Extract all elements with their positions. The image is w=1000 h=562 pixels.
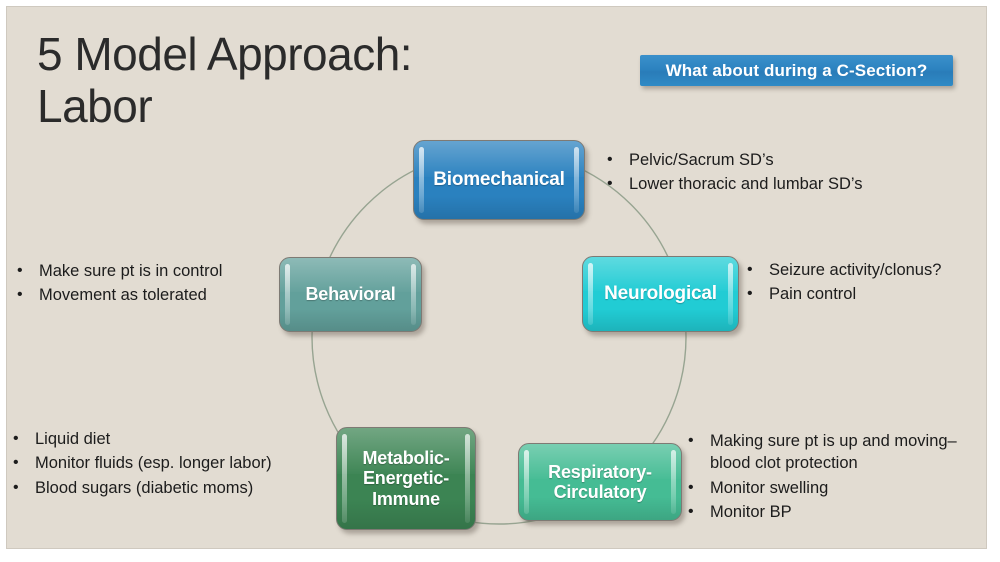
gloss-shadow xyxy=(583,308,738,331)
bullet-dot-icon: • xyxy=(747,261,753,278)
bullet-dot-icon: • xyxy=(747,285,753,303)
bullet-text: Movement as tolerated xyxy=(39,286,207,305)
node-metabolic-energetic-immune[interactable]: Metabolic- Energetic- Immune xyxy=(336,427,476,530)
bullet-item: • Pain control xyxy=(747,283,972,305)
bullet-list-respiratory-circulatory: • Making sure pt is up and moving– blood … xyxy=(688,430,986,526)
bullet-item: • Pelvic/Sacrum SD’s xyxy=(607,149,977,171)
bullet-text: Monitor fluids (esp. longer labor) xyxy=(35,454,272,473)
gloss-shadow xyxy=(414,195,584,219)
bullet-dot-icon: • xyxy=(13,478,19,496)
bullet-dot-icon: • xyxy=(688,503,694,521)
callout-banner[interactable]: What about during a C-Section? xyxy=(640,55,953,86)
node-neurological[interactable]: Neurological xyxy=(582,256,739,332)
bullet-text: Seizure activity/clonus? xyxy=(769,261,942,279)
bullet-list-biomechanical: • Pelvic/Sacrum SD’s • Lower thoracic and l… xyxy=(607,149,977,198)
bullet-dot-icon: • xyxy=(607,151,613,168)
bullet-item: • Seizure activity/clonus? xyxy=(747,259,972,281)
bullet-text: Pain control xyxy=(769,285,857,304)
node-respiratory-circulatory[interactable]: Respiratory- Circulatory xyxy=(518,443,682,521)
bullet-dot-icon: • xyxy=(17,262,23,279)
bullet-text: Blood sugars (diabetic moms) xyxy=(35,478,254,497)
node-metabolic-energetic-immune-label: Metabolic- Energetic- Immune xyxy=(362,448,450,509)
bullet-dot-icon: • xyxy=(607,175,613,193)
bullet-dot-icon: • xyxy=(13,430,19,447)
bullet-text: Monitor BP xyxy=(710,503,792,522)
bullet-text: Make sure pt is in control xyxy=(39,262,223,280)
bullet-item: • Make sure pt is in control xyxy=(17,260,279,282)
node-behavioral[interactable]: Behavioral xyxy=(279,257,422,332)
bullet-list-behavioral: • Make sure pt is in control • Movement as … xyxy=(17,260,279,309)
slide-canvas: 5 Model Approach: Labor What about durin… xyxy=(7,7,986,548)
page-title: 5 Model Approach: Labor xyxy=(37,28,413,132)
bullet-list-metabolic-energetic-immune: • Liquid diet • Monitor fluids (esp. longer… xyxy=(13,428,333,501)
bullet-text: Liquid diet xyxy=(35,430,111,448)
bullet-text: Monitor swelling xyxy=(710,478,829,497)
bullet-item: • Lower thoracic and lumbar SD’s xyxy=(607,173,977,195)
bullet-dot-icon: • xyxy=(13,454,19,472)
bullet-item: • Monitor swelling xyxy=(688,477,986,499)
bullet-item: • Movement as tolerated xyxy=(17,284,279,306)
bullet-item: • Monitor BP xyxy=(688,501,986,523)
bullet-dot-icon: • xyxy=(688,478,694,496)
bullet-list-neurological: • Seizure activity/clonus? • Pain control xyxy=(747,259,972,308)
bullet-item: • Monitor fluids (esp. longer labor) xyxy=(13,452,333,474)
node-biomechanical-label: Biomechanical xyxy=(433,169,565,191)
bullet-dot-icon: • xyxy=(17,286,23,304)
bullet-item: • Blood sugars (diabetic moms) xyxy=(13,477,333,499)
node-respiratory-circulatory-label: Respiratory- Circulatory xyxy=(548,461,652,502)
node-biomechanical[interactable]: Biomechanical xyxy=(413,140,585,220)
callout-banner-label: What about during a C-Section? xyxy=(665,60,928,80)
bullet-dot-icon: • xyxy=(688,432,694,449)
bullet-text: Lower thoracic and lumbar SD’s xyxy=(629,175,863,194)
bullet-item: • Making sure pt is up and moving– blood … xyxy=(688,430,986,475)
bullet-text: Making sure pt is up and moving– blood c… xyxy=(710,432,957,473)
node-behavioral-label: Behavioral xyxy=(305,284,396,305)
bullet-item: • Liquid diet xyxy=(13,428,333,450)
node-neurological-label: Neurological xyxy=(604,283,717,305)
gloss-shadow xyxy=(280,309,421,331)
bullet-text: Pelvic/Sacrum SD’s xyxy=(629,151,774,169)
